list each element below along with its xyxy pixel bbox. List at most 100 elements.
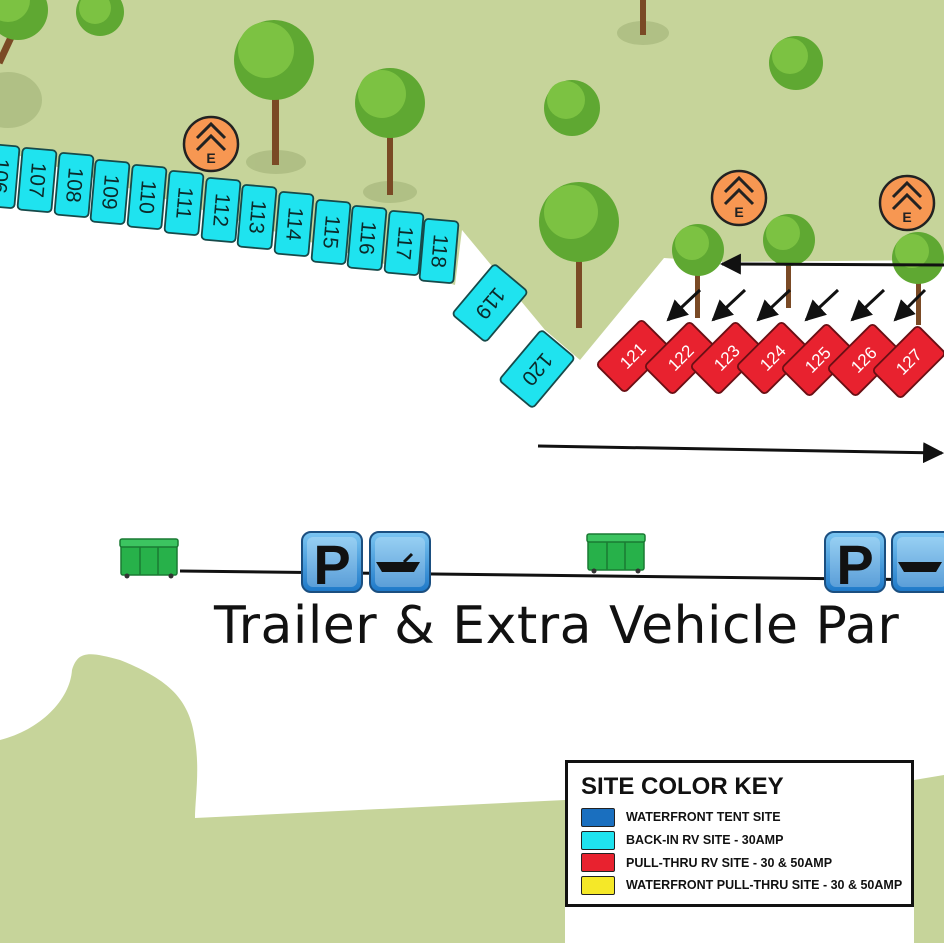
- site-number: 114: [281, 206, 307, 242]
- arrow-diagonal-icon: [666, 288, 702, 322]
- back-in-site[interactable]: 117: [383, 210, 425, 276]
- legend-swatch: [581, 875, 615, 895]
- exit-marker-icon: E: [878, 174, 936, 232]
- parking-icon: P: [301, 531, 363, 596]
- legend-label: WATERFRONT TENT SITE: [626, 810, 781, 825]
- site-number: 111: [171, 186, 197, 220]
- tree-icon: [769, 36, 823, 90]
- dumpster-icon: [119, 538, 179, 579]
- legend-item: WATERFRONT PULL-THRU SITE - 30 & 50AMP: [581, 874, 902, 897]
- exit-marker-letter: E: [734, 204, 743, 220]
- back-in-site[interactable]: 108: [53, 152, 95, 218]
- site-pad: [418, 218, 460, 284]
- parking-letter: P: [836, 533, 873, 596]
- site-number: 109: [97, 174, 123, 211]
- site-pad: [452, 264, 528, 342]
- legend-swatch: [581, 830, 615, 850]
- site-number: 107: [24, 162, 50, 199]
- traffic-arrows: [537, 253, 944, 464]
- exit-marker-letter: E: [902, 209, 911, 225]
- boat-trailer-icon: [369, 531, 431, 593]
- arrow-right-icon: [537, 442, 944, 464]
- back-in-site[interactable]: 112: [200, 177, 242, 243]
- back-in-site[interactable]: 118: [418, 218, 460, 284]
- trees: [0, 0, 944, 328]
- back-in-site[interactable]: 116: [346, 205, 388, 271]
- dumpster-icon: [586, 533, 646, 574]
- exit-markers: E E E: [182, 115, 936, 232]
- site-number: 118: [426, 233, 452, 268]
- back-in-site[interactable]: 120: [499, 330, 575, 409]
- back-in-site[interactable]: 111: [163, 170, 205, 236]
- exit-marker-icon: E: [710, 169, 768, 227]
- grass-upper-left: [0, 0, 944, 360]
- site-pad: [0, 143, 21, 209]
- legend-item: WATERFRONT TENT SITE: [581, 806, 899, 829]
- legend-label: BACK-IN RV SITE - 30AMP: [626, 833, 784, 848]
- arrow-diagonal-icon: [711, 288, 747, 322]
- back-in-site[interactable]: 113: [236, 184, 278, 250]
- pull-thru-site[interactable]: 122: [644, 321, 718, 395]
- legend-title: SITE COLOR KEY: [581, 773, 784, 800]
- tree-icon: [640, 0, 646, 35]
- legend-swatch: [581, 807, 615, 827]
- boat-trailer-icon: [891, 531, 944, 593]
- exit-marker-icon: E: [182, 115, 240, 173]
- back-in-site[interactable]: 106: [0, 143, 21, 209]
- tree-icon: [763, 214, 815, 308]
- site-number: 117: [391, 225, 417, 260]
- back-in-site[interactable]: 119: [452, 264, 528, 343]
- parking-area-label: Trailer & Extra Vehicle Par: [214, 596, 900, 656]
- site-pad: [53, 152, 95, 218]
- site-color-key: SITE COLOR KEY WATERFRONT TENT SITE BACK…: [565, 760, 914, 907]
- site-pad: [310, 199, 352, 265]
- tree-icon: [539, 182, 619, 328]
- site-pad: [200, 177, 242, 243]
- arrow-diagonal-icon: [804, 288, 840, 322]
- legend-item: PULL-THRU RV SITE - 30 & 50AMP: [581, 851, 899, 874]
- tree-icon: [234, 20, 314, 165]
- tree-icon: [672, 224, 724, 318]
- back-in-site[interactable]: 110: [126, 164, 168, 230]
- parking-icon: P: [824, 531, 886, 596]
- site-number: 108: [61, 167, 87, 204]
- back-in-site[interactable]: 107: [16, 147, 58, 213]
- tree-icon: [0, 0, 48, 65]
- pull-thru-site[interactable]: 121: [596, 319, 670, 393]
- legend-item: BACK-IN RV SITE - 30AMP: [581, 829, 899, 852]
- site-pad: [383, 210, 425, 276]
- site-pad: [89, 159, 131, 225]
- tree-icon: [355, 68, 425, 195]
- arrow-diagonal-icon: [756, 288, 792, 322]
- site-pad: [236, 184, 278, 250]
- site-pad: [499, 330, 575, 408]
- site-number: 106: [0, 158, 13, 195]
- site-pad: [273, 191, 315, 257]
- back-in-site[interactable]: 109: [89, 159, 131, 225]
- pull-thru-site[interactable]: 127: [872, 325, 944, 399]
- site-pad: [346, 205, 388, 271]
- legend-label: PULL-THRU RV SITE - 30 & 50AMP: [626, 855, 833, 870]
- legend-swatch: [581, 853, 615, 873]
- site-number: 112: [208, 192, 234, 227]
- site-number: 113: [244, 199, 270, 234]
- site-number: 110: [134, 179, 160, 214]
- tree-icon: [76, 0, 124, 36]
- site-pad: [16, 147, 58, 213]
- site-number: 116: [354, 220, 380, 255]
- exit-marker-letter: E: [206, 150, 215, 166]
- arrow-left-icon: [719, 253, 944, 275]
- back-in-site[interactable]: 115: [310, 199, 352, 265]
- grass-lower-left: [0, 654, 565, 943]
- site-pad: [126, 164, 168, 230]
- back-in-site[interactable]: 114: [273, 191, 315, 257]
- grass-lower-right: [914, 775, 944, 943]
- site-pad: [872, 325, 944, 399]
- arrow-diagonal-icon: [850, 288, 886, 322]
- tree-icon: [892, 232, 944, 325]
- parking-letter: P: [313, 533, 350, 596]
